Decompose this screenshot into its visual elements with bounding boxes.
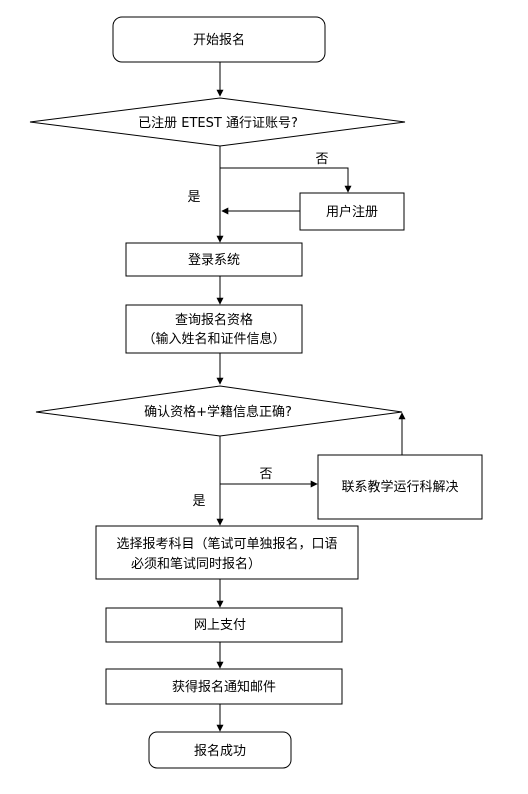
node-decision-verify-label: 确认资格+学籍信息正确? — [144, 404, 292, 420]
node-login-label: 登录系统 — [188, 253, 240, 268]
node-decision-verify: 确认资格+学籍信息正确? — [35, 385, 403, 437]
node-decision-account-label: 已注册 ETEST 通行证账号? — [138, 116, 298, 131]
node-query-line1: 查询报名资格 — [175, 312, 253, 328]
label-no-1: 否 — [315, 152, 328, 167]
edge-decision-no-to-register — [220, 167, 352, 193]
node-login: 登录系统 — [125, 242, 303, 277]
node-select: 选择报考科目（笔试可单独报名，口语 必须和笔试同时报名） — [95, 525, 359, 580]
node-user-register: 用户注册 — [299, 192, 405, 231]
node-query: 查询报名资格 （输入姓名和证件信息） — [125, 304, 303, 354]
node-select-line1: 选择报考科目（笔试可单独报名，口语 — [116, 536, 337, 552]
node-email-label: 获得报名通知邮件 — [172, 679, 276, 695]
label-yes-2: 是 — [192, 494, 205, 509]
node-select-line2: 必须和笔试同时报名） — [131, 556, 261, 572]
node-query-line2: （输入姓名和证件信息） — [142, 331, 285, 347]
node-email: 获得报名通知邮件 — [105, 668, 343, 705]
node-user-register-label: 用户注册 — [326, 204, 378, 220]
node-decision-account: 已注册 ETEST 通行证账号? — [29, 97, 406, 147]
node-start-label: 开始报名 — [193, 32, 245, 48]
node-end-label: 报名成功 — [194, 743, 246, 759]
node-end: 报名成功 — [148, 731, 292, 769]
node-pay: 网上支付 — [105, 607, 343, 643]
label-yes-1: 是 — [187, 190, 200, 205]
node-contact: 联系教学运行科解决 — [317, 454, 483, 520]
connectors — [216, 62, 406, 732]
node-start: 开始报名 — [112, 16, 326, 63]
label-no-2: 否 — [259, 467, 272, 482]
node-pay-label: 网上支付 — [194, 618, 246, 633]
node-contact-label: 联系教学运行科解决 — [341, 479, 458, 495]
